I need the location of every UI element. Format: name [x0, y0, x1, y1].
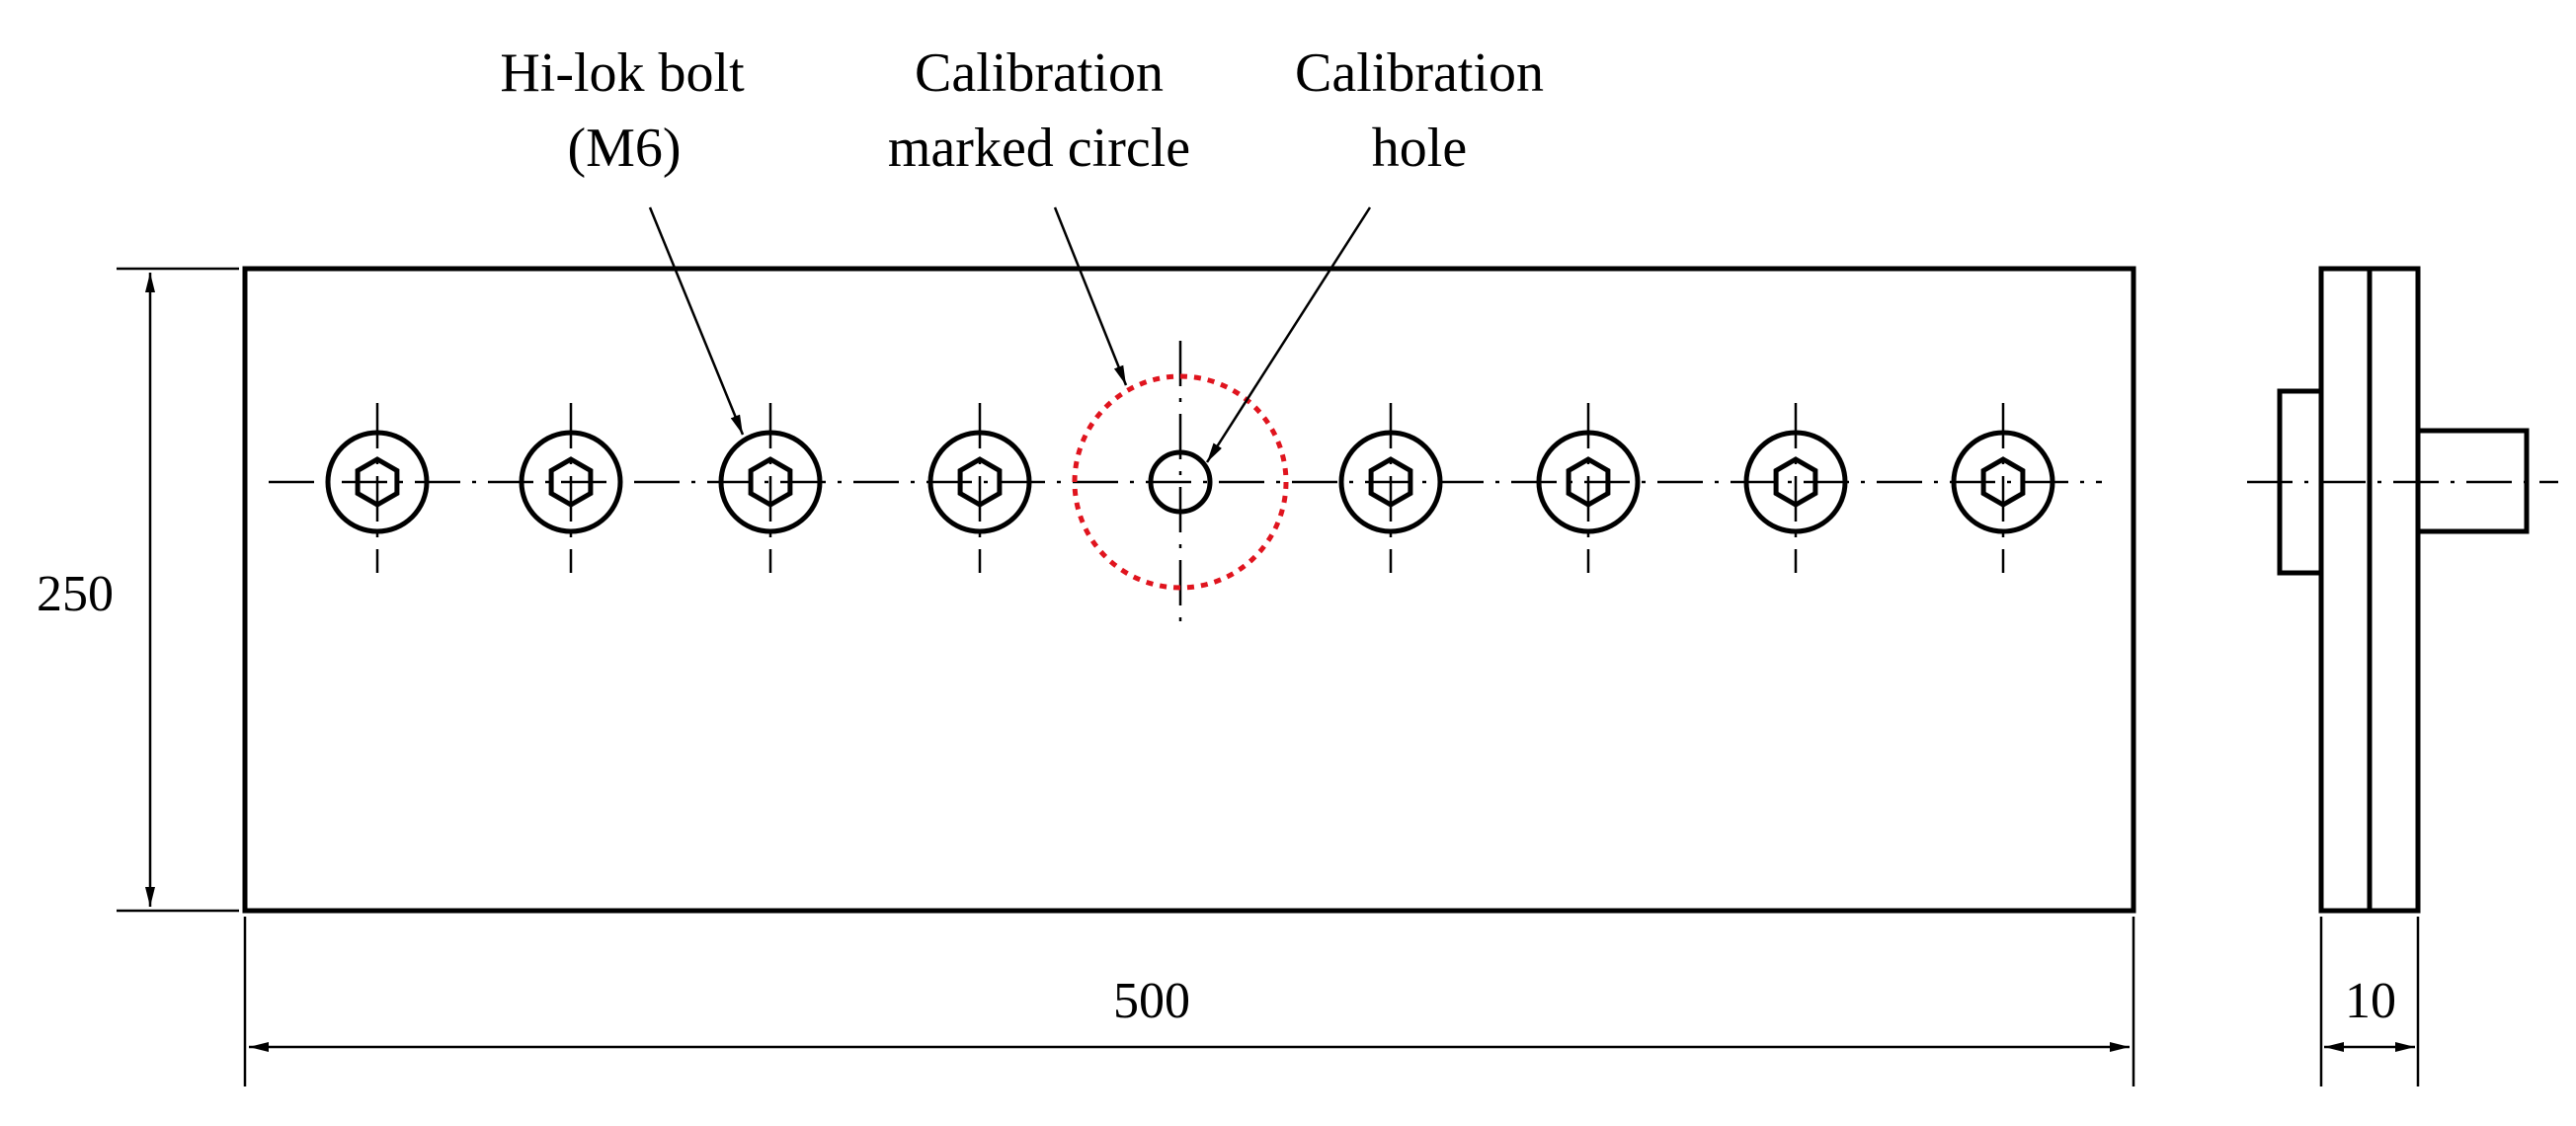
plate-front-view: [242, 266, 2136, 914]
bolt-hex-socket: [957, 456, 1003, 508]
bolt-hex-socket: [355, 456, 400, 508]
leader-marked-circle: [1053, 206, 1128, 386]
label-hole-line1: Calibration: [1295, 42, 1544, 104]
bolt-head-3: [718, 403, 823, 573]
bolt-washer: [1743, 430, 1848, 534]
length-dimension-value: 500: [1113, 973, 1190, 1029]
bolt-head-7: [1743, 403, 1848, 573]
bolt-hex-socket: [1773, 456, 1818, 508]
label-hole-line2: hole: [1372, 118, 1467, 179]
thickness-dimension-value: 10: [2345, 973, 2396, 1029]
bolt-row: [325, 403, 2055, 573]
bolt-hex-socket: [1368, 456, 1413, 508]
bolt-washer: [718, 430, 823, 534]
leader-bolt: [648, 206, 745, 436]
bolt-head-8: [1951, 403, 2055, 573]
bolt-washer: [1338, 430, 1443, 534]
label-marked-line1: Calibration: [915, 42, 1164, 104]
label-bolt-line1: Hi-lok bolt: [500, 42, 745, 104]
bolt-head-2: [519, 403, 623, 573]
bolt-washer: [927, 430, 1032, 534]
side-view: [2247, 266, 2558, 914]
thickness-dimension: 10: [2319, 917, 2420, 1086]
bolt-hex-socket: [1566, 456, 1611, 508]
bolt-head-5: [1338, 403, 1443, 573]
bolt-washer: [1536, 430, 1641, 534]
height-dimension: 250: [37, 267, 239, 913]
bolt-hex-socket: [548, 456, 594, 508]
label-marked-line2: marked circle: [888, 118, 1190, 179]
calibration-marked-circle: [1072, 373, 1289, 591]
bolt-head-4: [927, 403, 1032, 573]
height-dimension-value: 250: [37, 566, 114, 622]
bolt-washer: [1951, 430, 2055, 534]
bolt-hex-socket: [1980, 456, 2026, 508]
leader-calibration-hole: [1205, 206, 1372, 463]
bolt-washer: [325, 430, 430, 534]
bolt-washer: [519, 430, 623, 534]
label-bolt-line2: (M6): [567, 118, 681, 179]
length-dimension: 500: [243, 917, 2135, 1086]
bolt-head-6: [1536, 403, 1641, 573]
bolt-head-1: [325, 403, 430, 573]
bolt-hex-socket: [748, 456, 793, 508]
calibration-hole: [1148, 341, 1213, 632]
